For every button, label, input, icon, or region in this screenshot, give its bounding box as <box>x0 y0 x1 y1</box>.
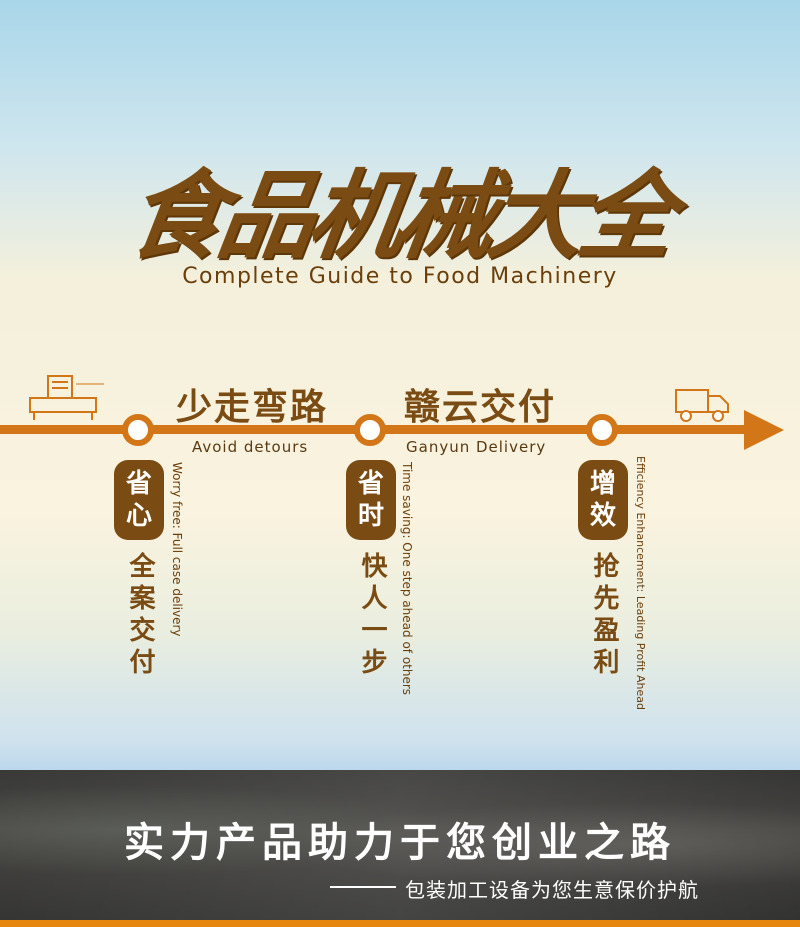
benefit-en-worry-free: Worry free: Full case delivery <box>170 462 184 637</box>
benefit-en-efficiency: Efficiency Enhancement: Leading Profit A… <box>634 456 647 710</box>
footer-divider <box>330 886 396 888</box>
badge-char-bottom: 心 <box>125 501 152 531</box>
badge-char-top: 省 <box>357 469 384 499</box>
subtitle: Complete Guide to Food Machinery <box>182 264 618 289</box>
benefit-text-efficiency: 抢先盈利 <box>589 552 619 680</box>
kitchen-background-image <box>0 770 800 920</box>
timeline-arrow <box>744 410 784 450</box>
badge-char-top: 省 <box>125 469 152 499</box>
footer-subtitle: 包装加工设备为您生意保价护航 <box>405 878 699 902</box>
footer-title: 实力产品助力于您创业之路 <box>124 819 676 866</box>
timeline-node-2 <box>354 414 386 446</box>
phrase-avoid-detours: 少走弯路 <box>176 387 329 428</box>
badge-char-bottom: 效 <box>589 501 616 531</box>
benefit-badge-efficiency: 增 效 <box>578 460 628 540</box>
benefit-text-time-saving: 快人一步 <box>357 552 387 680</box>
badge-char-top: 增 <box>589 469 616 499</box>
main-title: 食品机械大全 <box>120 160 677 272</box>
phrase-ganyun-delivery: 赣云交付 <box>404 387 557 428</box>
benefit-badge-time-saving: 省 时 <box>346 460 396 540</box>
phrase-ganyun-delivery-en: Ganyun Delivery <box>406 438 547 456</box>
benefit-text-worry-free: 全案交付 <box>125 552 155 680</box>
timeline-node-1 <box>122 414 154 446</box>
delivery-truck-icon <box>674 386 730 428</box>
benefit-en-time-saving: Time saving: One step ahead of others <box>400 462 414 696</box>
packaging-machine-icon <box>24 374 124 426</box>
hero-section: 食品机械大全 Complete Guide to Food Machinery … <box>0 160 784 710</box>
phrase-avoid-detours-en: Avoid detours <box>192 438 309 456</box>
timeline-node-3 <box>586 414 618 446</box>
benefit-badge-worry-free: 省 心 <box>114 460 164 540</box>
footer-banner: 实力产品助力于您创业之路 包装加工设备为您生意保价护航 <box>0 770 800 920</box>
footer-accent-bar <box>0 920 800 927</box>
badge-char-bottom: 时 <box>357 501 384 531</box>
